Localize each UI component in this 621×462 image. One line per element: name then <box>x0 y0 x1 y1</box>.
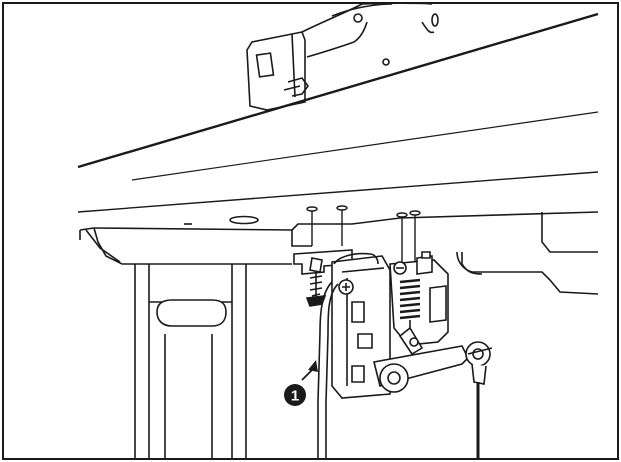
callout-arrowhead <box>308 360 318 372</box>
pedal-lever <box>373 326 493 458</box>
spring-assembly <box>389 251 449 345</box>
callout-1: 1 <box>284 360 318 406</box>
table-underside <box>79 211 599 295</box>
mounting-bracket <box>293 249 353 307</box>
mounting-screws <box>306 205 421 262</box>
callout-number: 1 <box>291 388 299 405</box>
callout-badge <box>284 384 306 406</box>
machine-head <box>246 2 439 111</box>
table-leg <box>134 264 247 458</box>
sensor-cable <box>317 281 339 458</box>
table-top-upper <box>77 12 599 213</box>
